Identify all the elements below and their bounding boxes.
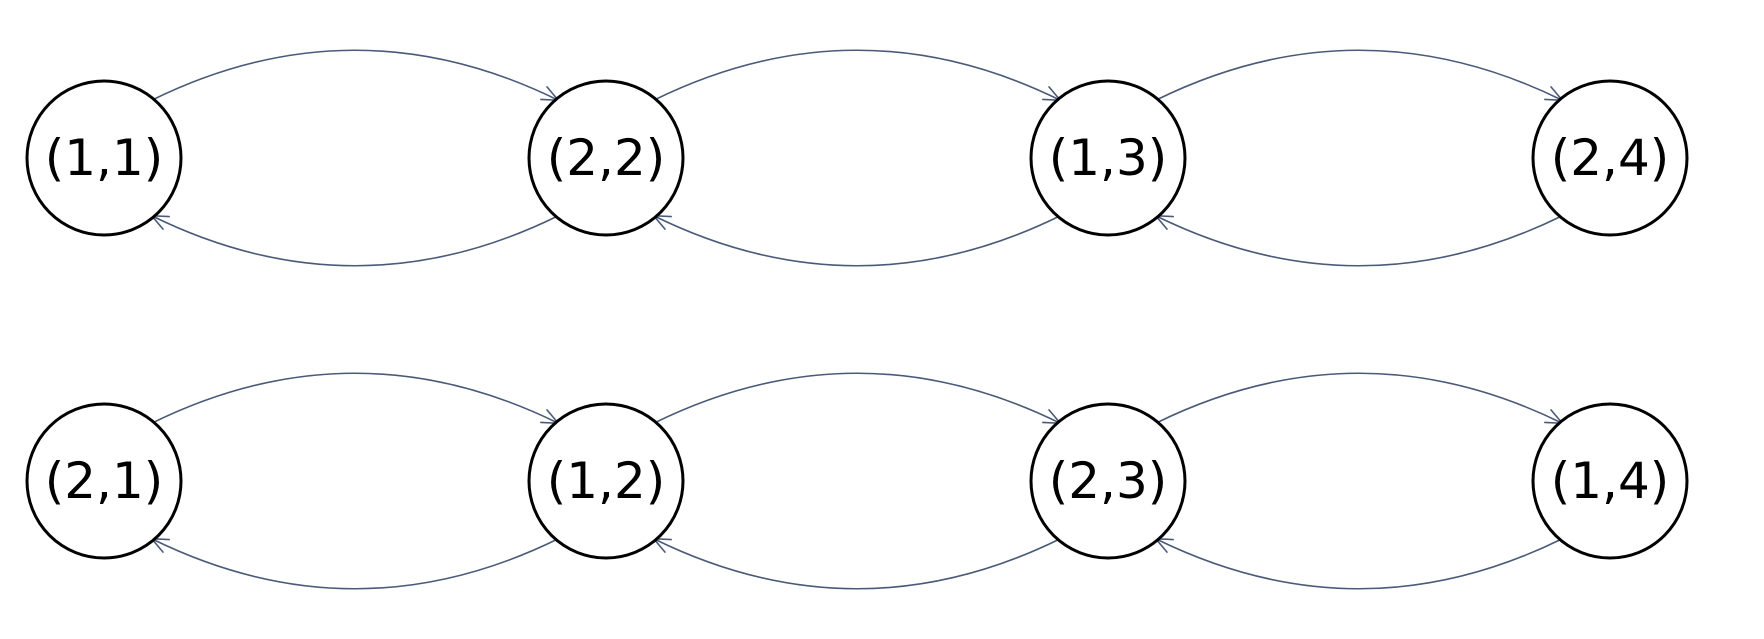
transition-arrow — [151, 372, 559, 424]
transition-arrow — [1155, 49, 1563, 101]
state-node-circle — [25, 79, 183, 237]
state-node-label: (1,3) — [1049, 129, 1168, 187]
transition-arrow — [653, 215, 1061, 267]
state-node: (2,4) — [1531, 79, 1689, 237]
state-node-circle — [25, 402, 183, 560]
transition-arrow — [653, 49, 1061, 101]
nodes-layer: (1,1) (2,2) (1,3) (2,4) (2,1) (1,2) (2,3) (1,4) — [25, 79, 1689, 560]
state-node-label: (2,1) — [45, 452, 164, 510]
transition-arrow — [151, 538, 559, 590]
transition-arrow — [653, 538, 1061, 590]
state-node-circle — [527, 402, 685, 560]
edges-layer — [150, 49, 1564, 590]
transition-arrow — [1155, 372, 1563, 424]
state-node-circle — [527, 79, 685, 237]
state-node: (1,4) — [1531, 402, 1689, 560]
state-node: (2,2) — [527, 79, 685, 237]
state-node: (2,3) — [1029, 402, 1187, 560]
transition-arrow — [653, 372, 1061, 424]
state-node-label: (1,4) — [1551, 452, 1670, 510]
state-node-circle — [1029, 402, 1187, 560]
state-node: (2,1) — [25, 402, 183, 560]
state-node-circle — [1531, 402, 1689, 560]
transition-arrow — [1155, 538, 1563, 590]
transition-arrow — [151, 49, 559, 101]
state-node-circle — [1029, 79, 1187, 237]
state-node: (1,2) — [527, 402, 685, 560]
transition-arrow — [1155, 215, 1563, 267]
state-node-label: (2,2) — [547, 129, 666, 187]
state-node: (1,3) — [1029, 79, 1187, 237]
state-node-circle — [1531, 79, 1689, 237]
state-node-label: (1,2) — [547, 452, 666, 510]
state-node-label: (1,1) — [45, 129, 164, 187]
transition-arrow — [151, 215, 559, 267]
state-node-label: (2,3) — [1049, 452, 1168, 510]
state-node-label: (2,4) — [1551, 129, 1670, 187]
state-node: (1,1) — [25, 79, 183, 237]
